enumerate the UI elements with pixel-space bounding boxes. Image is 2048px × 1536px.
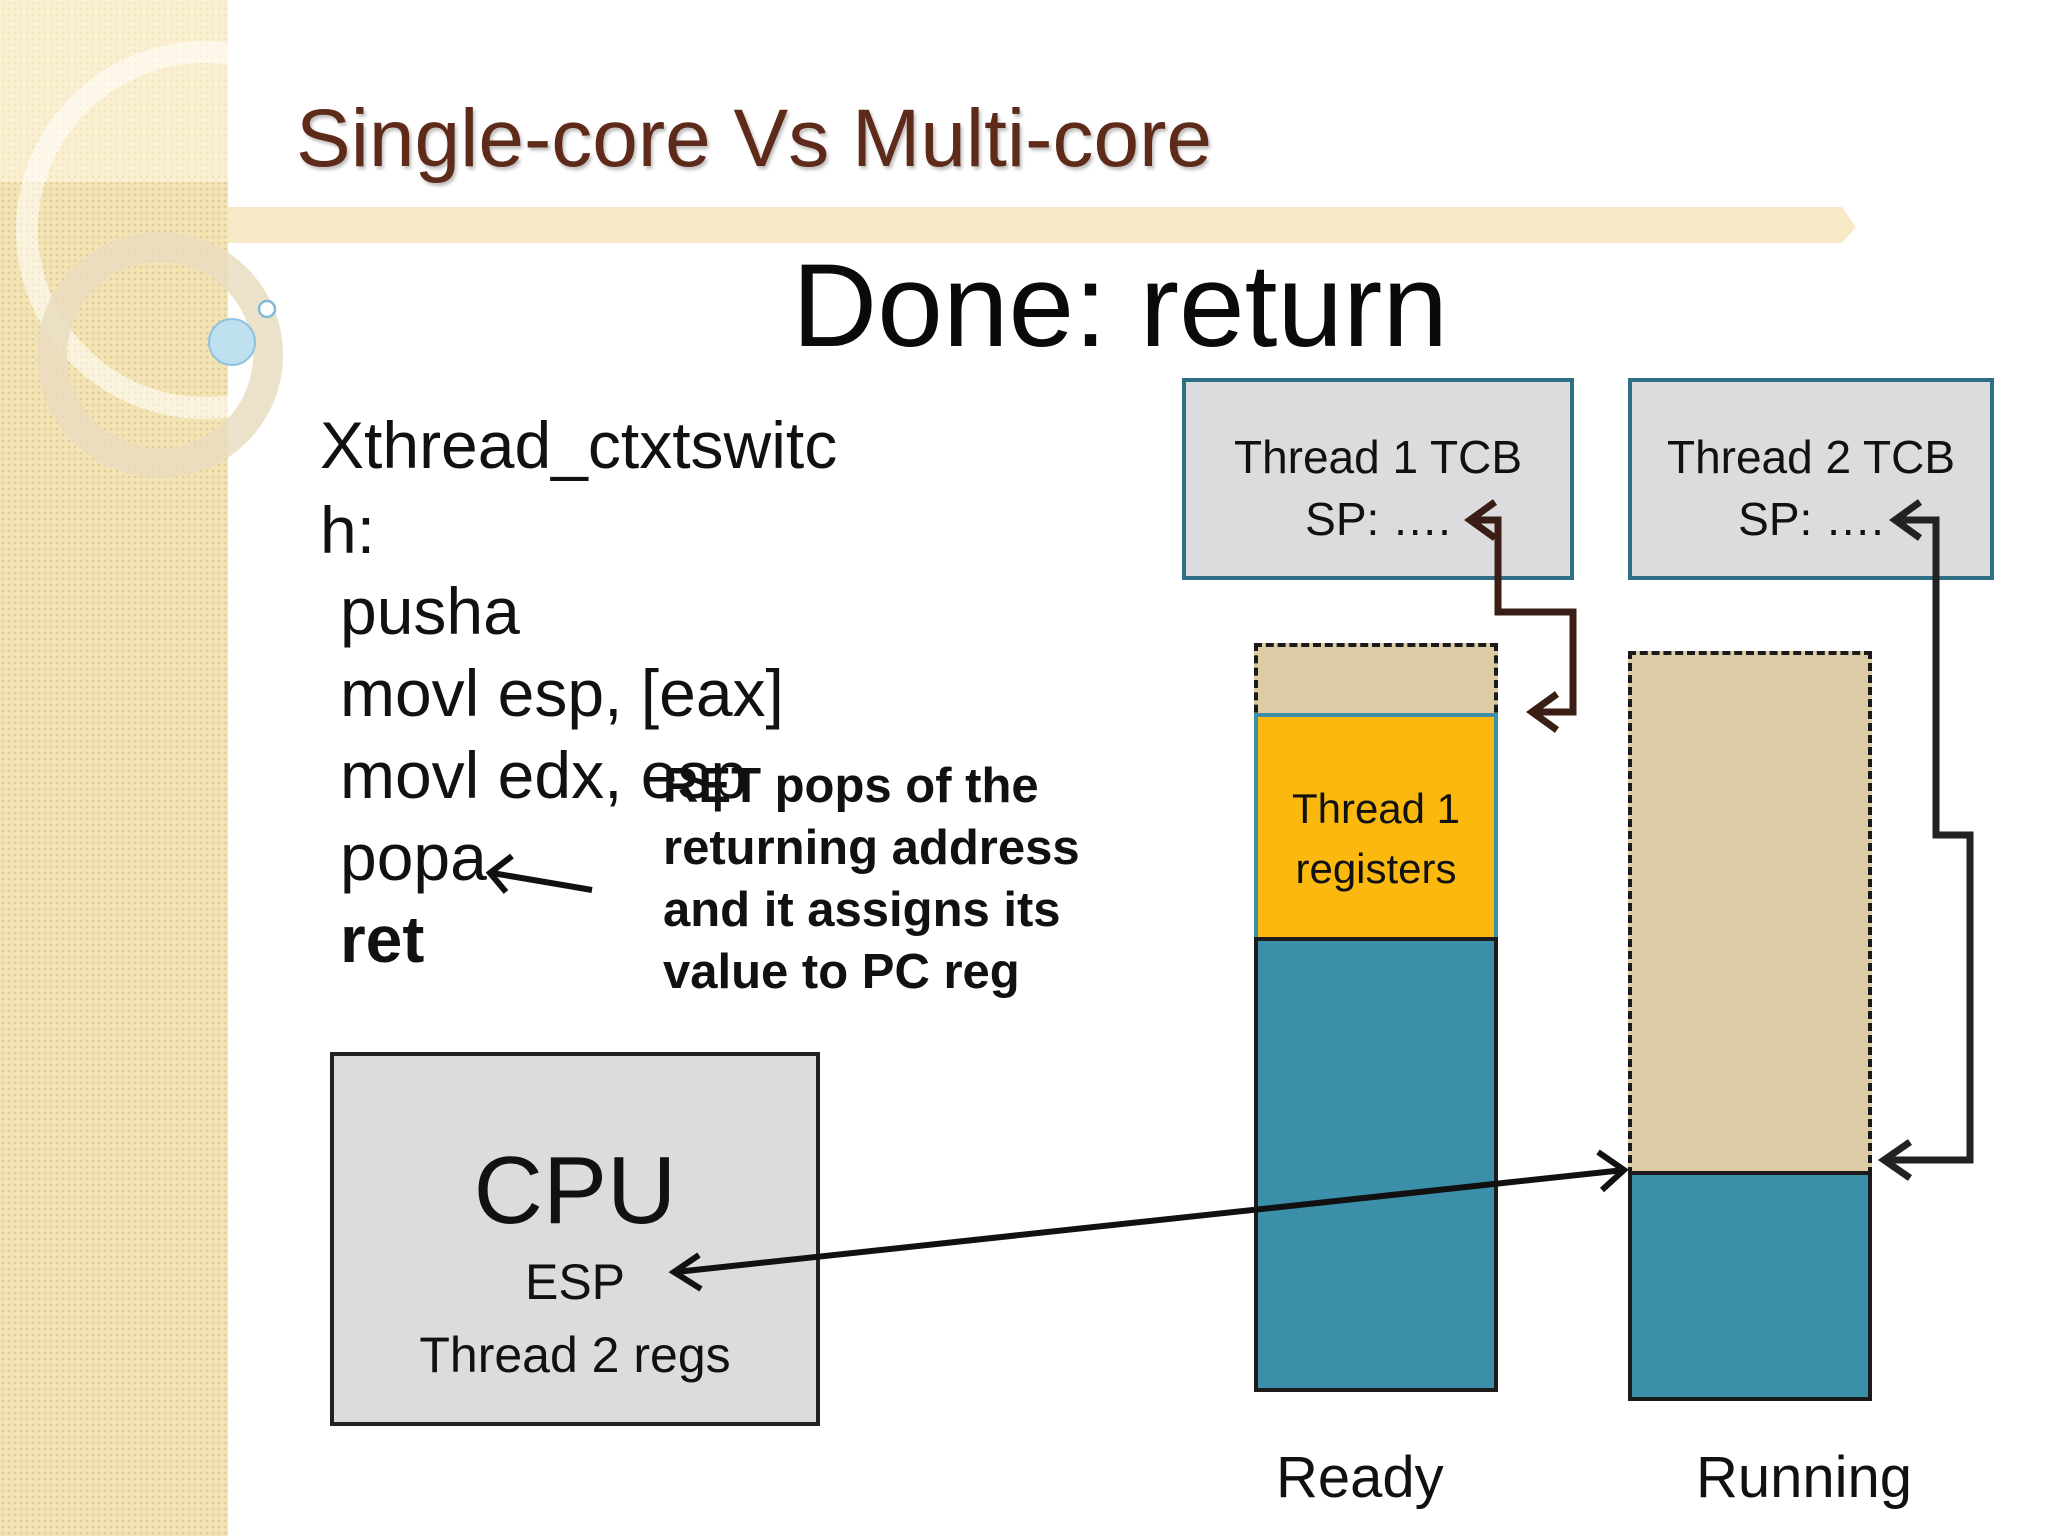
stack2-free-space: [1628, 651, 1872, 1175]
code-line-function-name: Xthread_ctxtswitc: [320, 408, 838, 482]
thread2-tcb-sp: SP: ….: [1738, 493, 1884, 545]
thread1-tcb-sp: SP: ….: [1305, 493, 1451, 545]
decorative-bubble: [208, 318, 256, 366]
decorative-dot: [257, 299, 277, 319]
code-line-function-name-cont: h:: [320, 493, 376, 567]
thread1-sp-arrow: [1464, 499, 1577, 733]
esp-to-stack2-arrow: [668, 1149, 1629, 1292]
note-line-4: value to PC reg: [663, 945, 1020, 999]
cpu-regs-label: Thread 2 regs: [419, 1327, 731, 1383]
decorative-ring-small: [37, 232, 283, 478]
code-line-pusha: pusha: [340, 574, 520, 648]
stack1-registers-line1: Thread 1: [1291, 785, 1461, 832]
thread1-tcb-box: Thread 1 TCB SP: ….: [1182, 378, 1574, 580]
popa-pointer-arrow: [485, 853, 593, 894]
code-line-popa: popa: [340, 820, 487, 894]
code-line-movl-edx: movl edx, esp: [340, 738, 748, 812]
note-line-3: and it assigns its: [663, 883, 1061, 937]
cpu-esp-label: ESP: [524, 1254, 626, 1310]
note-line-2: returning address: [663, 821, 1080, 875]
code-line-movl-esp: movl esp, [eax]: [340, 656, 784, 730]
thread1-tcb-name: Thread 1 TCB: [1233, 431, 1523, 483]
stack2-label-running: Running: [1696, 1445, 1913, 1510]
title-underline-bar: [228, 207, 1856, 243]
slide-title: Single-core Vs Multi-core: [296, 93, 1212, 184]
stack1-registers: Thread 1 registers: [1254, 713, 1498, 941]
stack1-used: [1254, 937, 1498, 1392]
slide-subtitle: Done: return: [792, 240, 1448, 372]
stack1-registers-line2: registers: [1295, 845, 1457, 892]
cpu-title: CPU: [473, 1137, 677, 1244]
thread2-sp-arrow: [1877, 499, 1974, 1181]
code-line-ret: ret: [340, 902, 425, 976]
note-line-1: RET pops of the: [663, 759, 1039, 813]
thread2-tcb-name: Thread 2 TCB: [1666, 431, 1956, 483]
cpu-box: CPU ESP Thread 2 regs: [330, 1052, 820, 1426]
stack1-label-ready: Ready: [1276, 1445, 1444, 1510]
stack2-used: [1628, 1171, 1872, 1401]
